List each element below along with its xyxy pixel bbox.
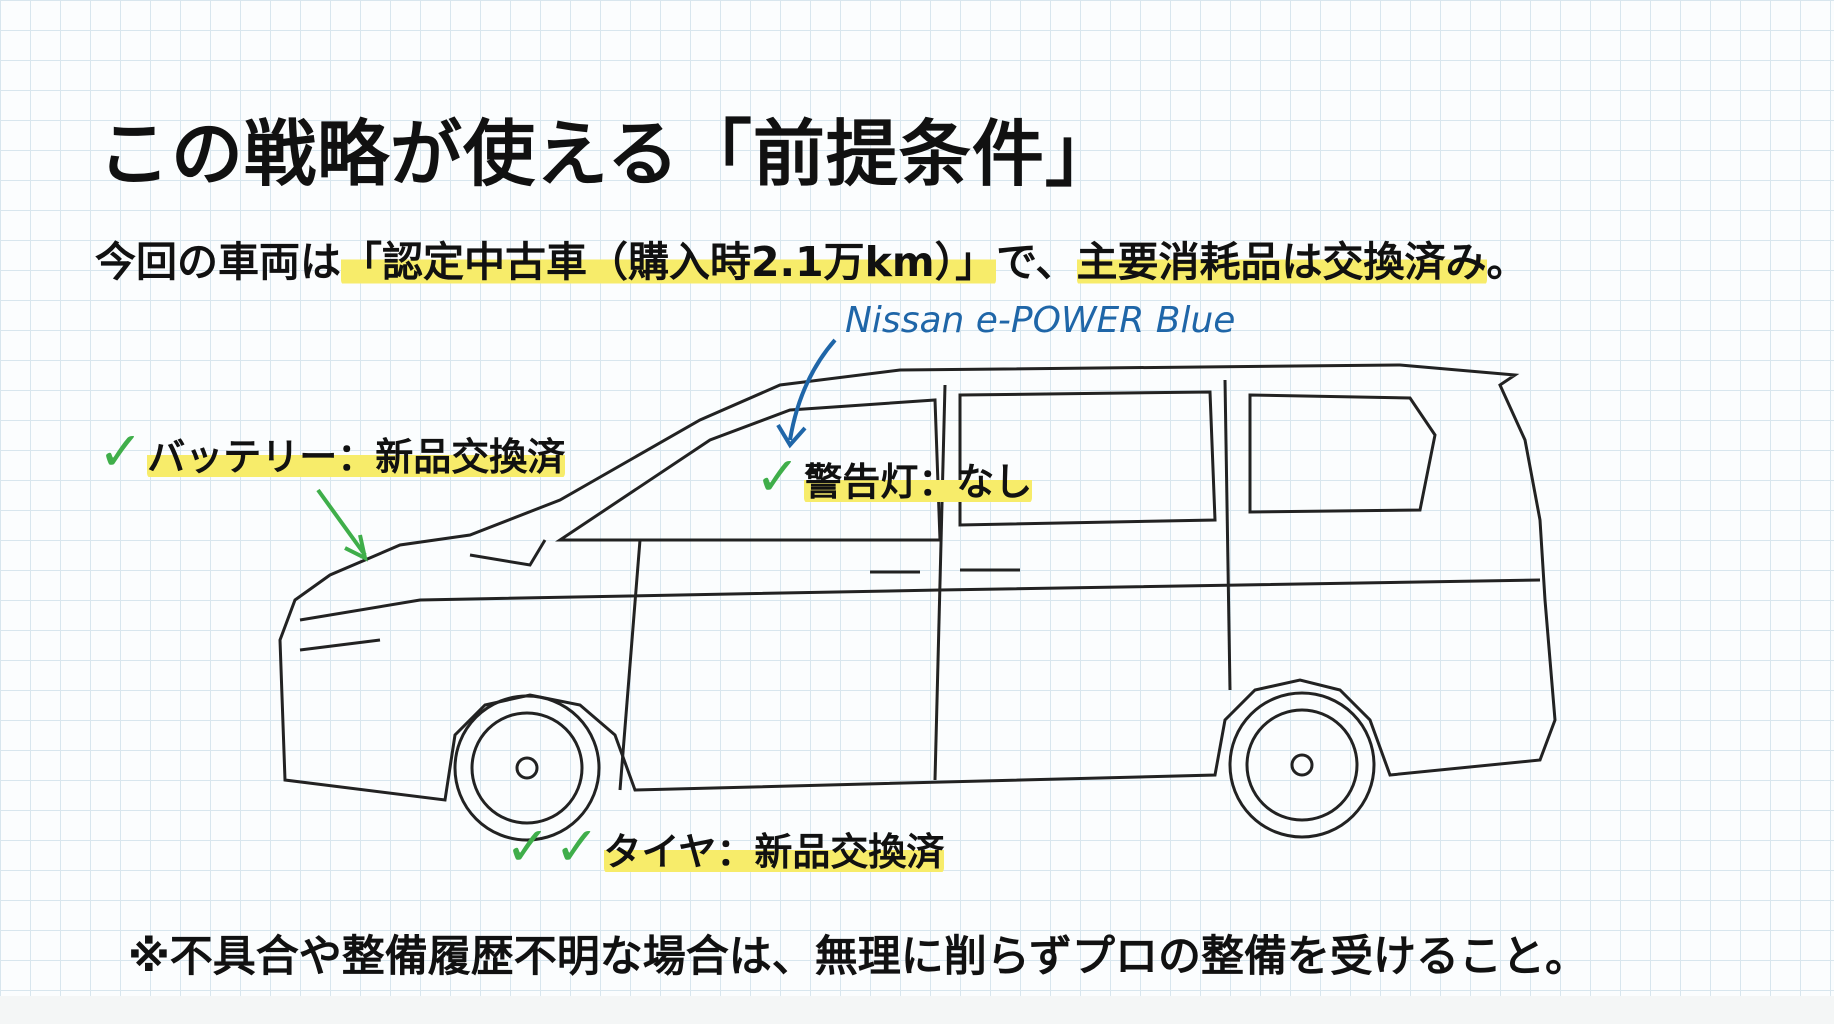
subtitle-middle: で、	[996, 238, 1077, 286]
subtitle-highlight-consumables: 主要消耗品は交換済み	[1076, 238, 1487, 286]
subtitle-suffix: 。	[1486, 238, 1528, 286]
subtitle-prefix: 今回の車両は	[95, 238, 341, 286]
subtitle: 今回の車両は「認定中古車（購入時2.1万km）」で、主要消耗品は交換済み。	[95, 228, 1528, 288]
check-warning-label: 警告灯：なし	[804, 460, 1033, 504]
arrow-nissan-icon	[776, 338, 837, 449]
check-icon: ✓	[755, 445, 801, 508]
check-tire-label: タイヤ：新品交換済	[603, 830, 945, 874]
check-battery: ✓バッテリー：新品交換済	[98, 420, 566, 483]
check-warning-light: ✓警告灯：なし	[755, 445, 1033, 508]
check-icon: ✓	[554, 815, 600, 878]
footer-note: ※不具合や整備履歴不明な場合は、無理に削らずプロの整備を受けること。	[128, 932, 1588, 982]
front-wheel	[453, 694, 601, 842]
arrow-battery-icon	[316, 488, 368, 562]
check-icon: ✓	[98, 420, 144, 483]
bottom-strip	[0, 996, 1834, 1024]
check-icon: ✓	[505, 815, 551, 878]
check-battery-label: バッテリー：新品交換済	[147, 435, 566, 479]
subtitle-highlight-certified: 「認定中古車（購入時2.1万km）」	[341, 238, 997, 286]
check-tire: ✓✓タイヤ：新品交換済	[505, 815, 945, 878]
page-title: この戦略が使える「前提条件」	[98, 112, 1118, 196]
van-outline	[278, 363, 1557, 802]
rear-wheel	[1228, 691, 1376, 839]
car-model-label: Nissan e-POWER Blue	[845, 300, 1236, 341]
